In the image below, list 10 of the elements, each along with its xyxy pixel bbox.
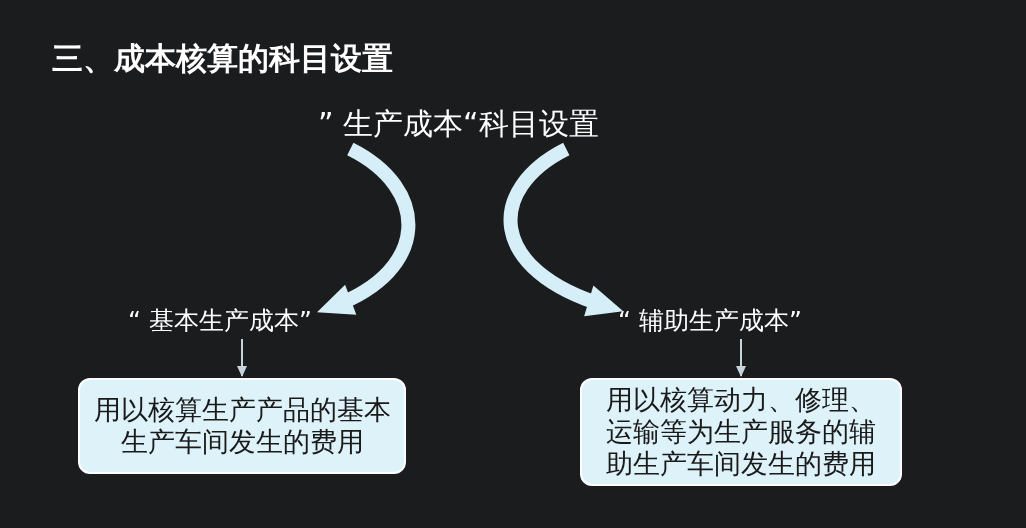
arrow (736, 338, 746, 377)
category-label: “ 辅助生产成本” (618, 304, 802, 337)
arrow (237, 338, 247, 377)
category-label: “ 基本生产成本” (128, 304, 312, 337)
curved-arrow (503, 142, 623, 315)
description-box: 用以核算生产产品的基本生产车间发生的费用 (78, 378, 406, 474)
title: 三、成本核算的科目设置 (52, 39, 393, 78)
description-box: 用以核算动力、修理、运输等为生产服务的辅助生产车间发生的费用 (580, 378, 902, 486)
heading-text: ” 生产成本“科目设置 (318, 104, 599, 145)
curved-arrow (317, 142, 416, 314)
